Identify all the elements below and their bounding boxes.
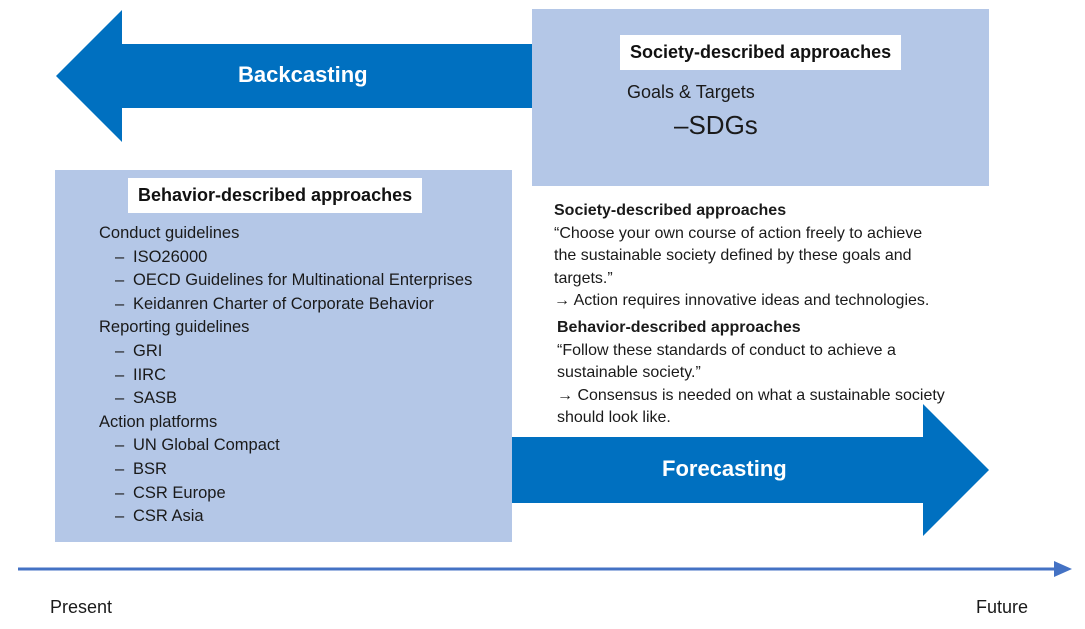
list-item: –OECD Guidelines for Multinational Enter… bbox=[115, 271, 473, 290]
behavior-approaches-box bbox=[55, 170, 512, 542]
forecasting-label: Forecasting bbox=[662, 456, 787, 481]
timeline-future-label: Future bbox=[976, 597, 1029, 617]
behavior-desc-note-2: should look like. bbox=[557, 409, 671, 426]
list-item: –GRI bbox=[115, 341, 163, 360]
behavior-desc-note-1: → Consensus is needed on what a sustaina… bbox=[557, 386, 945, 404]
behavior-desc-quote-1: “Follow these standards of conduct to ac… bbox=[557, 341, 896, 359]
society-box-title: Society-described approaches bbox=[620, 35, 902, 70]
behavior-approaches-list: Conduct guidelines –ISO26000 –OECD Guide… bbox=[99, 222, 472, 529]
society-desc-quote-1: “Choose your own course of action freely… bbox=[554, 224, 923, 242]
behavior-desc-heading: Behavior-described approaches bbox=[557, 319, 801, 336]
society-desc-note: → Action requires innovative ideas and t… bbox=[554, 292, 930, 309]
category-conduct-guidelines: Conduct guidelines bbox=[99, 224, 240, 242]
list-item: –IIRC bbox=[115, 365, 166, 384]
list-item: –ISO26000 bbox=[115, 247, 208, 266]
list-item: –SASB bbox=[115, 389, 178, 408]
sdgs-text: –SDGs bbox=[674, 110, 758, 140]
timeline-present-label: Present bbox=[50, 597, 113, 617]
society-desc-quote-2: the sustainable society defined by these… bbox=[554, 247, 912, 264]
society-desc-quote-3: targets.” bbox=[554, 269, 613, 287]
list-item: –CSR Asia bbox=[115, 507, 204, 526]
list-item: –CSR Europe bbox=[115, 483, 226, 502]
behavior-desc-quote-2: sustainable society.” bbox=[557, 364, 701, 381]
society-desc-heading: Society-described approaches bbox=[554, 202, 787, 219]
society-approaches-description: Society-described approaches “Choose you… bbox=[554, 200, 994, 313]
backcasting-label: Backcasting bbox=[238, 62, 368, 87]
list-item: –UN Global Compact bbox=[115, 436, 280, 455]
behavior-approaches-description: Behavior-described approaches “Follow th… bbox=[557, 317, 997, 430]
behavior-box-title: Behavior-described approaches bbox=[128, 178, 423, 213]
list-item: –BSR bbox=[115, 459, 167, 478]
category-reporting-guidelines: Reporting guidelines bbox=[99, 318, 250, 337]
goals-targets-text: Goals & Targets bbox=[627, 82, 755, 102]
list-item: –Keidanren Charter of Corporate Behavior bbox=[115, 294, 434, 313]
category-action-platforms: Action platforms bbox=[99, 412, 218, 431]
